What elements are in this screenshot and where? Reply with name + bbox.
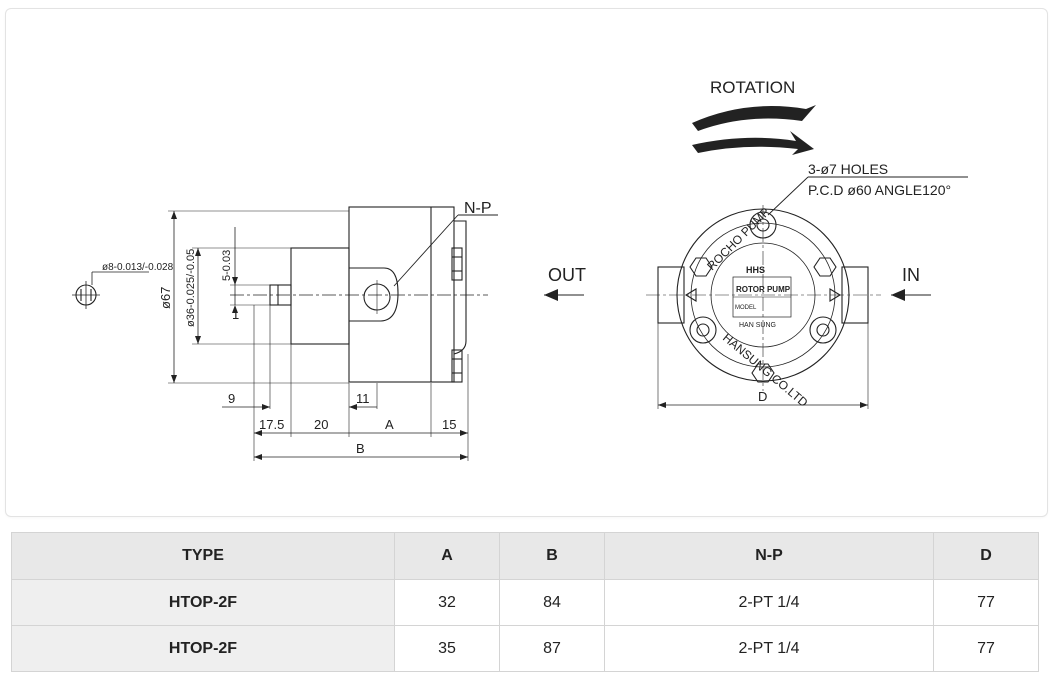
hex-bolt-bottom	[751, 363, 775, 383]
nameplate-model-line: ROTOR PUMP	[736, 285, 791, 294]
cell-type: HTOP-2F	[11, 579, 395, 626]
in-label: IN	[902, 265, 920, 285]
technical-drawing-panel: ROTATION 3-ø7 HOLES P.C.D ø60 ANGLE120° …	[5, 8, 1048, 517]
pcd-label: P.C.D ø60 ANGLE120°	[808, 182, 951, 198]
table-row: HTOP-2F 35 87 2-PT 1/4 77	[11, 625, 1039, 672]
header-np: N-P	[604, 532, 934, 580]
cell-np: 2-PT 1/4	[604, 625, 934, 672]
nameplate-maker-short: HAN SUNG	[739, 322, 776, 329]
dim-a: A	[385, 417, 394, 432]
table-header-row: TYPE A B N-P D	[11, 532, 1039, 580]
holes-label: 3-ø7 HOLES	[808, 161, 888, 177]
dim-key: 5-0.03	[221, 250, 233, 281]
dim-20: 20	[314, 417, 328, 432]
dim-one: 1	[232, 307, 239, 322]
header-a: A	[394, 532, 500, 580]
dim-d: D	[758, 389, 767, 404]
cell-np: 2-PT 1/4	[604, 579, 934, 626]
bolt-head-bottom	[451, 349, 463, 383]
dim-15: 15	[442, 417, 456, 432]
rotation-label: ROTATION	[710, 78, 795, 97]
header-type: TYPE	[11, 532, 395, 580]
front-view	[646, 176, 968, 409]
header-d: D	[933, 532, 1039, 580]
cell-a: 32	[394, 579, 500, 626]
dim-d67: ø67	[158, 287, 173, 309]
nameplate-brand: ROCHO PUMP	[704, 205, 772, 273]
header-b: B	[499, 532, 605, 580]
rotation-arrow-bottom	[692, 131, 814, 155]
dim-11: 11	[356, 391, 370, 406]
dim-b: B	[356, 441, 365, 456]
nameplate-model-label: MODEL	[735, 305, 757, 311]
cell-a: 35	[394, 625, 500, 672]
np-label: N-P	[464, 200, 492, 217]
in-arrowhead	[891, 289, 905, 301]
port-boss	[349, 267, 399, 322]
out-arrowhead	[544, 289, 558, 301]
hex-bolt-left	[689, 257, 713, 277]
shaft-tolerance-label: ø8-0.013/-0.028	[102, 262, 174, 273]
cell-type: HTOP-2F	[11, 625, 395, 672]
dim-d36: ø36-0.025/-0.05	[185, 249, 197, 327]
bolt-head-top	[451, 247, 463, 281]
cell-d: 77	[933, 579, 1039, 626]
rotation-arrow-top	[692, 105, 816, 131]
dim-17-5: 17.5	[259, 417, 284, 432]
side-view	[72, 206, 498, 461]
out-label: OUT	[548, 265, 586, 285]
hex-bolt-right	[813, 257, 837, 277]
cell-d: 77	[933, 625, 1039, 672]
cell-b: 87	[499, 625, 605, 672]
dim-nine: 9	[228, 391, 235, 406]
table-row: HTOP-2F 32 84 2-PT 1/4 77	[11, 579, 1039, 626]
nameplate-badge: HHS	[746, 265, 765, 275]
spec-table: TYPE A B N-P D HTOP-2F 32 84 2-PT 1/4 77…	[11, 532, 1039, 672]
cell-b: 84	[499, 579, 605, 626]
pump-drawing: ROTATION 3-ø7 HOLES P.C.D ø60 ANGLE120° …	[72, 78, 968, 461]
front-flange	[290, 247, 350, 345]
